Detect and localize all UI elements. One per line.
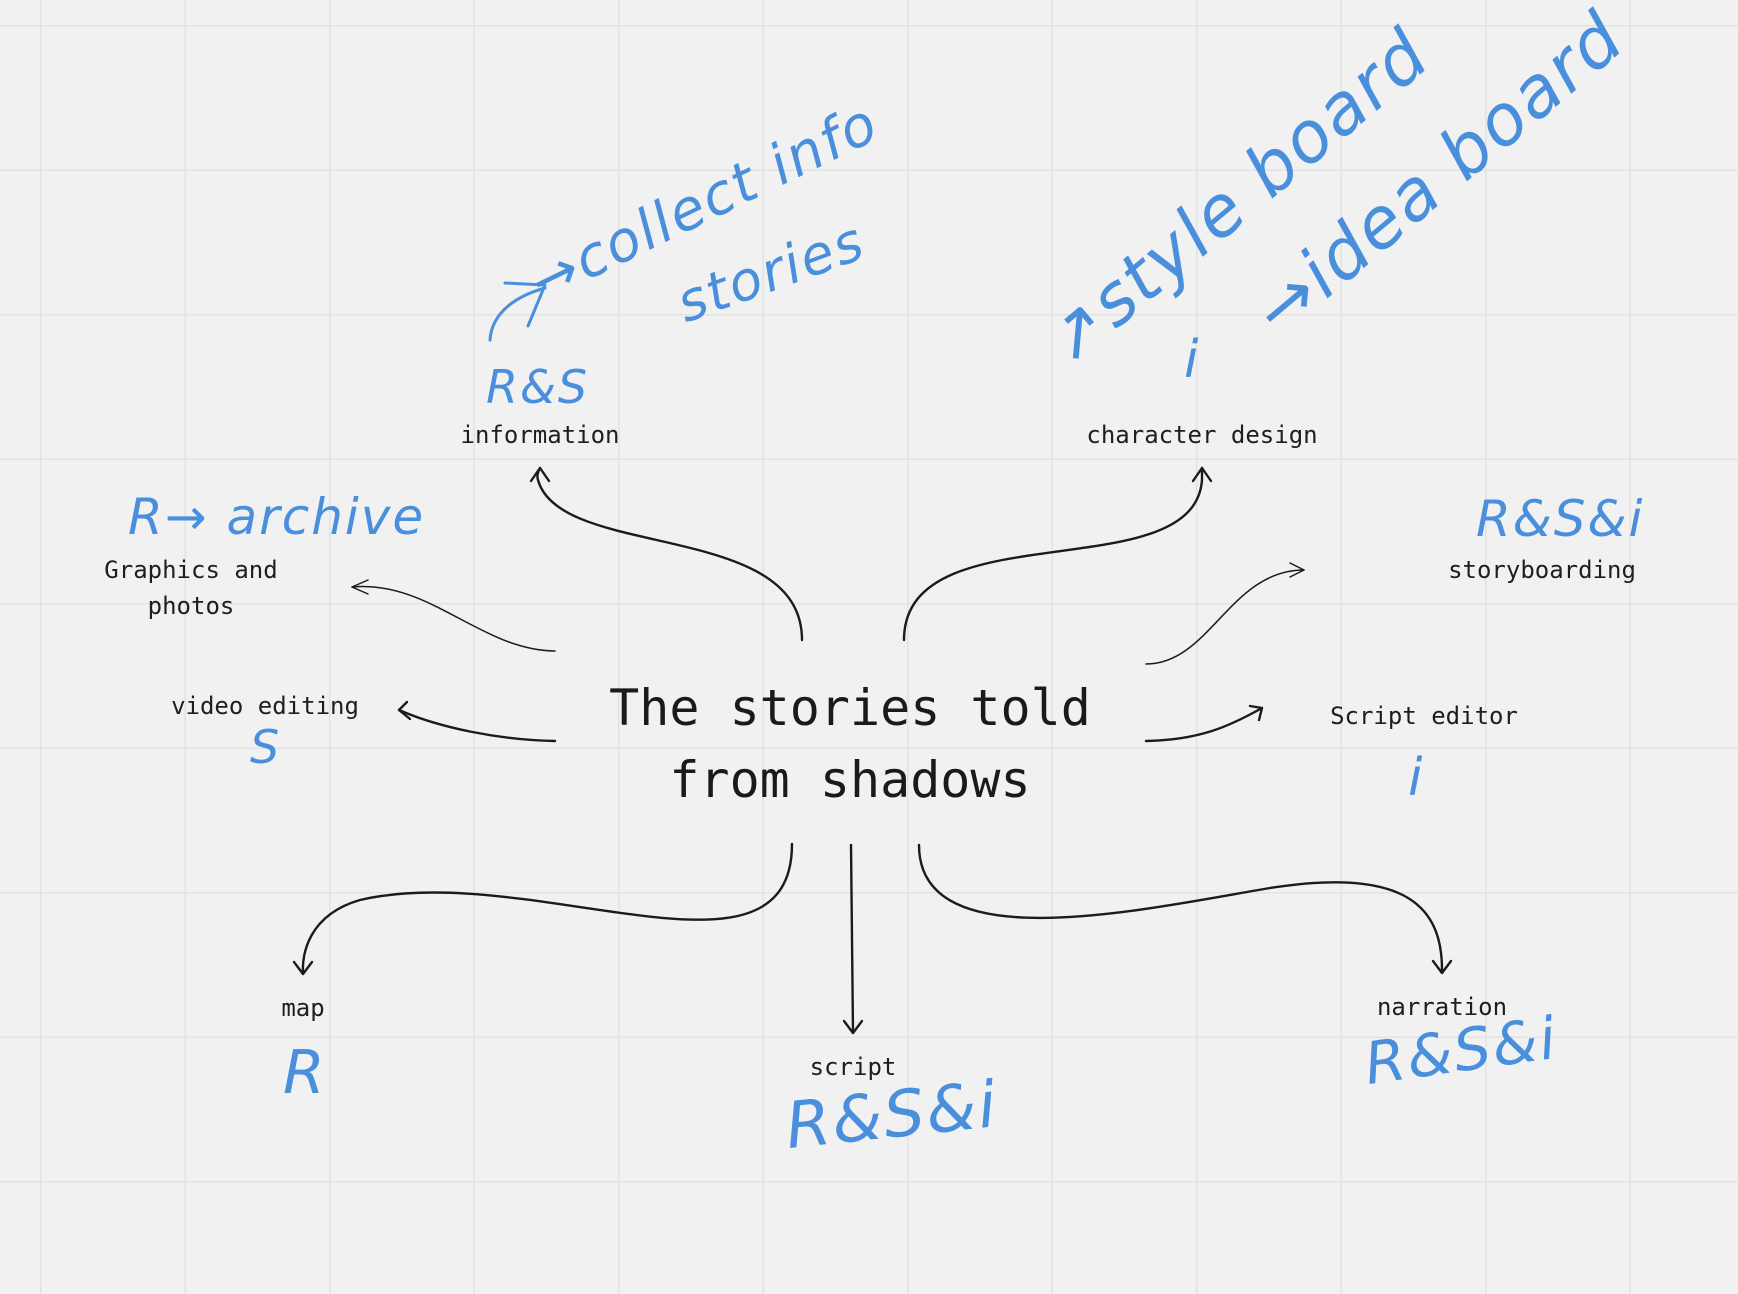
arrowhead-script — [842, 1019, 864, 1035]
arrowhead-character-design — [1191, 466, 1213, 483]
arrowhead-map — [292, 960, 314, 976]
central-topic[interactable]: The stories told from shadows — [570, 672, 1130, 816]
handwritten-character-tag[interactable]: i — [1184, 330, 1201, 390]
connector-map[interactable] — [301, 842, 794, 974]
handwritten-information-tag[interactable]: R&S — [486, 360, 590, 414]
node-information[interactable]: information — [460, 421, 620, 449]
arrowhead-storyboarding — [1289, 562, 1305, 578]
arrowhead-script-editor — [1248, 704, 1264, 722]
connector-video-editing[interactable] — [397, 708, 557, 743]
handwritten-arrow-collect-info — [488, 286, 547, 342]
handwritten-video-editing-tag[interactable]: S — [250, 720, 282, 774]
arrowhead-information — [529, 466, 551, 483]
node-graphics-photos[interactable]: Graphics and photos — [104, 556, 278, 620]
node-script-editor[interactable]: Script editor — [1330, 702, 1518, 730]
connector-storyboarding[interactable] — [1145, 569, 1305, 665]
arrowhead-video-editing — [397, 700, 412, 721]
connector-script[interactable] — [849, 843, 855, 1034]
connector-graphics-photos[interactable] — [351, 585, 556, 652]
node-character-design[interactable]: character design — [1086, 421, 1318, 449]
central-topic-line-2: from shadows — [669, 751, 1031, 809]
node-narration[interactable]: narration — [1376, 993, 1508, 1021]
node-video-editing[interactable]: video editing — [171, 692, 359, 720]
connector-narration[interactable] — [917, 843, 1444, 972]
handwritten-map-tag[interactable]: R — [283, 1038, 327, 1108]
central-topic-line-1: The stories told — [609, 679, 1091, 737]
handwritten-script-editor-tag[interactable]: i — [1408, 748, 1425, 808]
arrowhead-narration — [1431, 959, 1453, 975]
connector-script-editor[interactable] — [1144, 706, 1264, 743]
handwritten-arrow-collect-info-head — [503, 281, 547, 328]
node-storyboarding[interactable]: storyboarding — [1448, 556, 1636, 584]
connector-information[interactable] — [536, 466, 804, 642]
node-map[interactable]: map — [281, 994, 325, 1022]
handwritten-archive[interactable]: R→ archive — [128, 488, 426, 546]
arrowhead-graphics-photos — [351, 579, 369, 595]
handwritten-storyboarding-tag[interactable]: R&S&i — [1476, 490, 1645, 548]
node-script[interactable]: script — [809, 1053, 897, 1081]
connector-character-design[interactable] — [902, 466, 1204, 642]
